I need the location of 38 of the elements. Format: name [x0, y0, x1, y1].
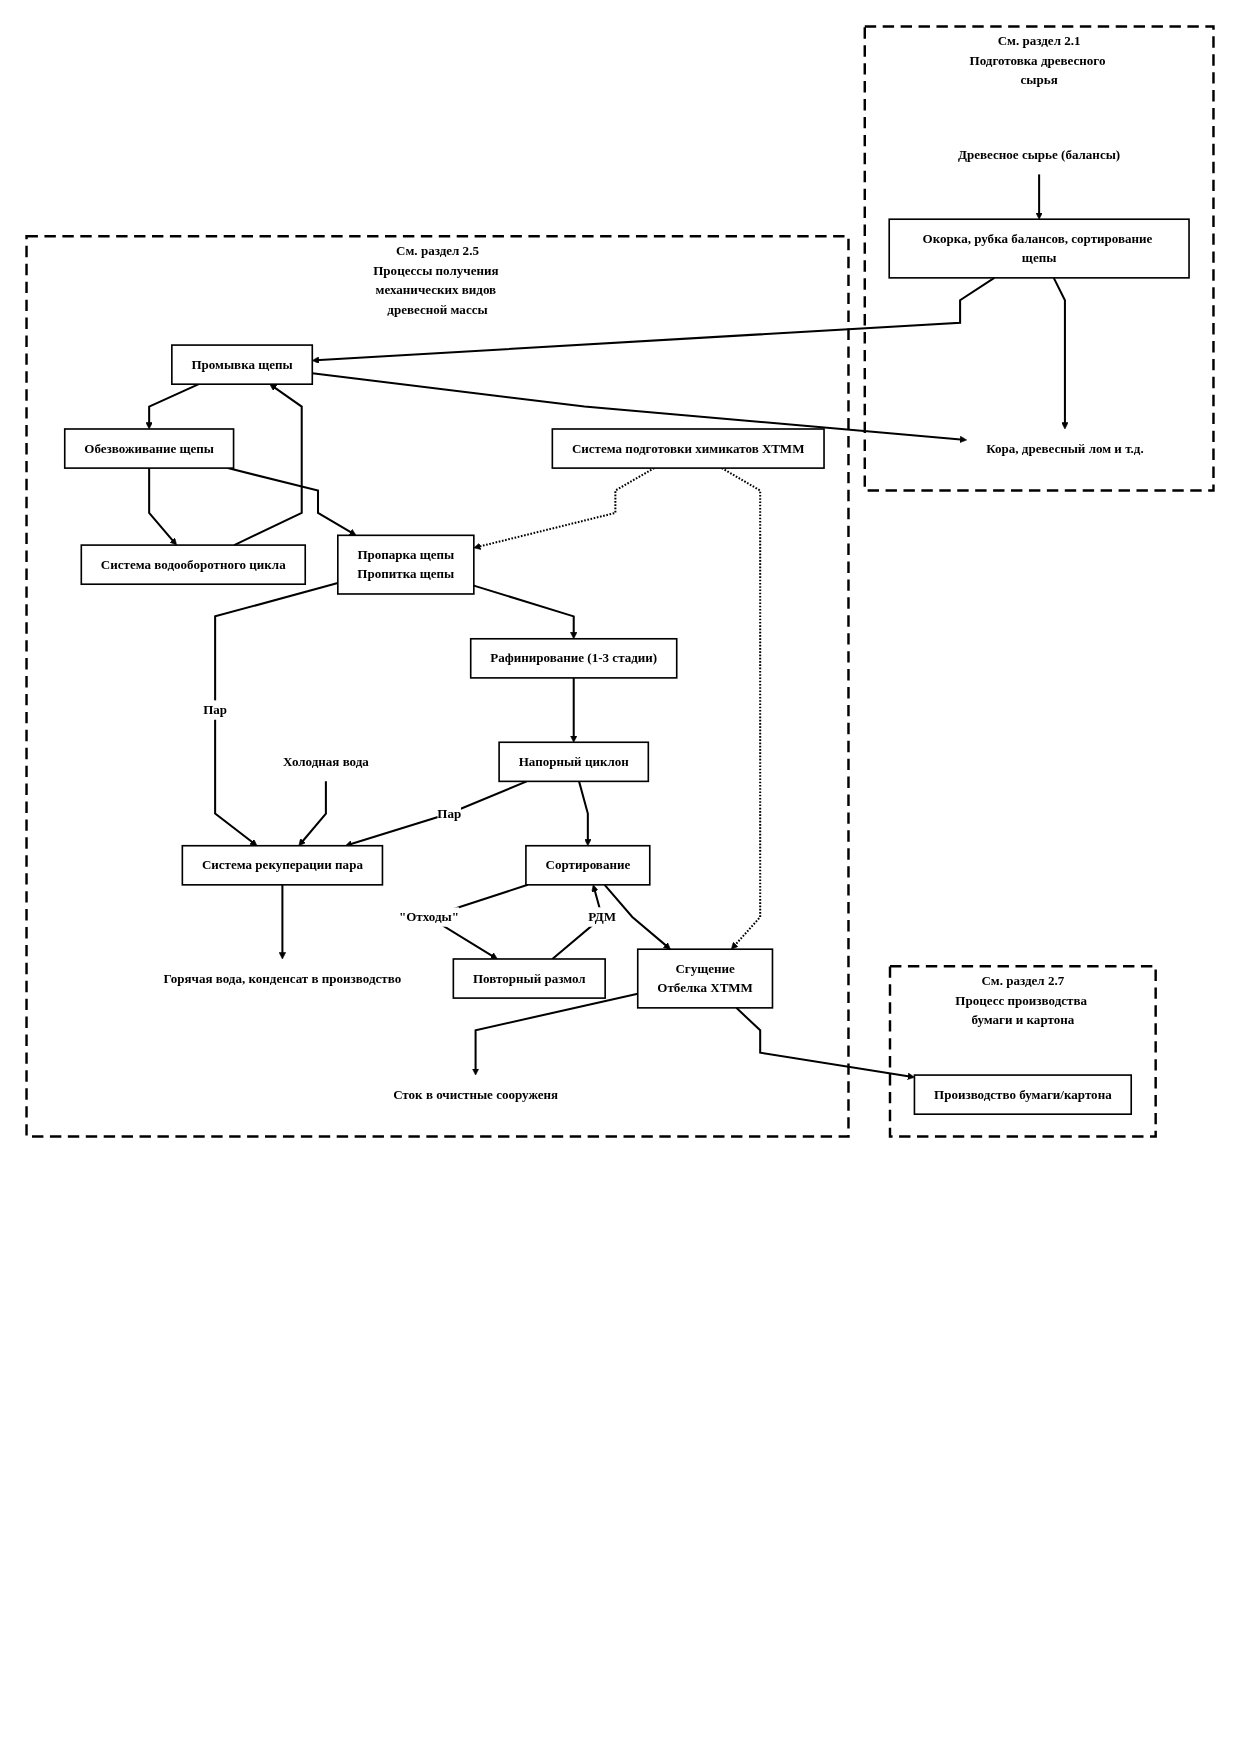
arrow [233, 383, 303, 546]
node-text: Сток в очистные сооруженя [393, 1087, 559, 1102]
node-box: Система водооборотного цикла [80, 544, 307, 585]
node-box: Система рекуперации пара [181, 844, 384, 886]
node-box: Повторный размол [452, 958, 606, 999]
arrow [278, 884, 286, 960]
node-box: Промывка щепы [171, 344, 314, 385]
node-text: Горячая вода, конденсат в производство [163, 971, 402, 986]
arrow [145, 383, 200, 430]
node-box: Напорный циклон [498, 741, 650, 783]
node-box: Сгущение Отбелка ХТММ [636, 948, 774, 1009]
node-text: Холодная вода [282, 754, 369, 769]
node-text: Древесное сырье (балансы) [958, 147, 1121, 162]
node-box: Система подготовки химикатов ХТММ [551, 428, 825, 469]
arrow [1035, 174, 1043, 220]
node-text: Кора, древесный лом и т.д. [986, 441, 1144, 456]
arrow [312, 372, 967, 443]
arrow [473, 467, 655, 550]
arrow [735, 1007, 915, 1080]
node-box: Сортирование [525, 844, 651, 886]
node-box: Окорка, рубка балансов, сортирование щепы [888, 218, 1190, 279]
edge-label: "Отходы" [398, 909, 459, 924]
node-box: Рафинирование (1-3 стадии) [469, 637, 678, 679]
node-box: Пропарка щепы Пропитка щепы [337, 534, 475, 595]
arrow [603, 884, 671, 950]
node-box: Обезвоживание щепы [63, 428, 235, 469]
arrow [1052, 277, 1069, 430]
edge-label: Пар [203, 702, 228, 717]
arrow [721, 467, 762, 950]
arrow [472, 992, 638, 1076]
edge-label: РДМ [588, 909, 616, 924]
edge-label: Пар [437, 806, 462, 821]
arrow [578, 781, 592, 847]
node-box: Производство бумаги/картона [913, 1074, 1133, 1115]
arrow [148, 468, 177, 546]
arrow [298, 781, 327, 847]
arrow [570, 677, 578, 743]
arrow [473, 584, 578, 640]
